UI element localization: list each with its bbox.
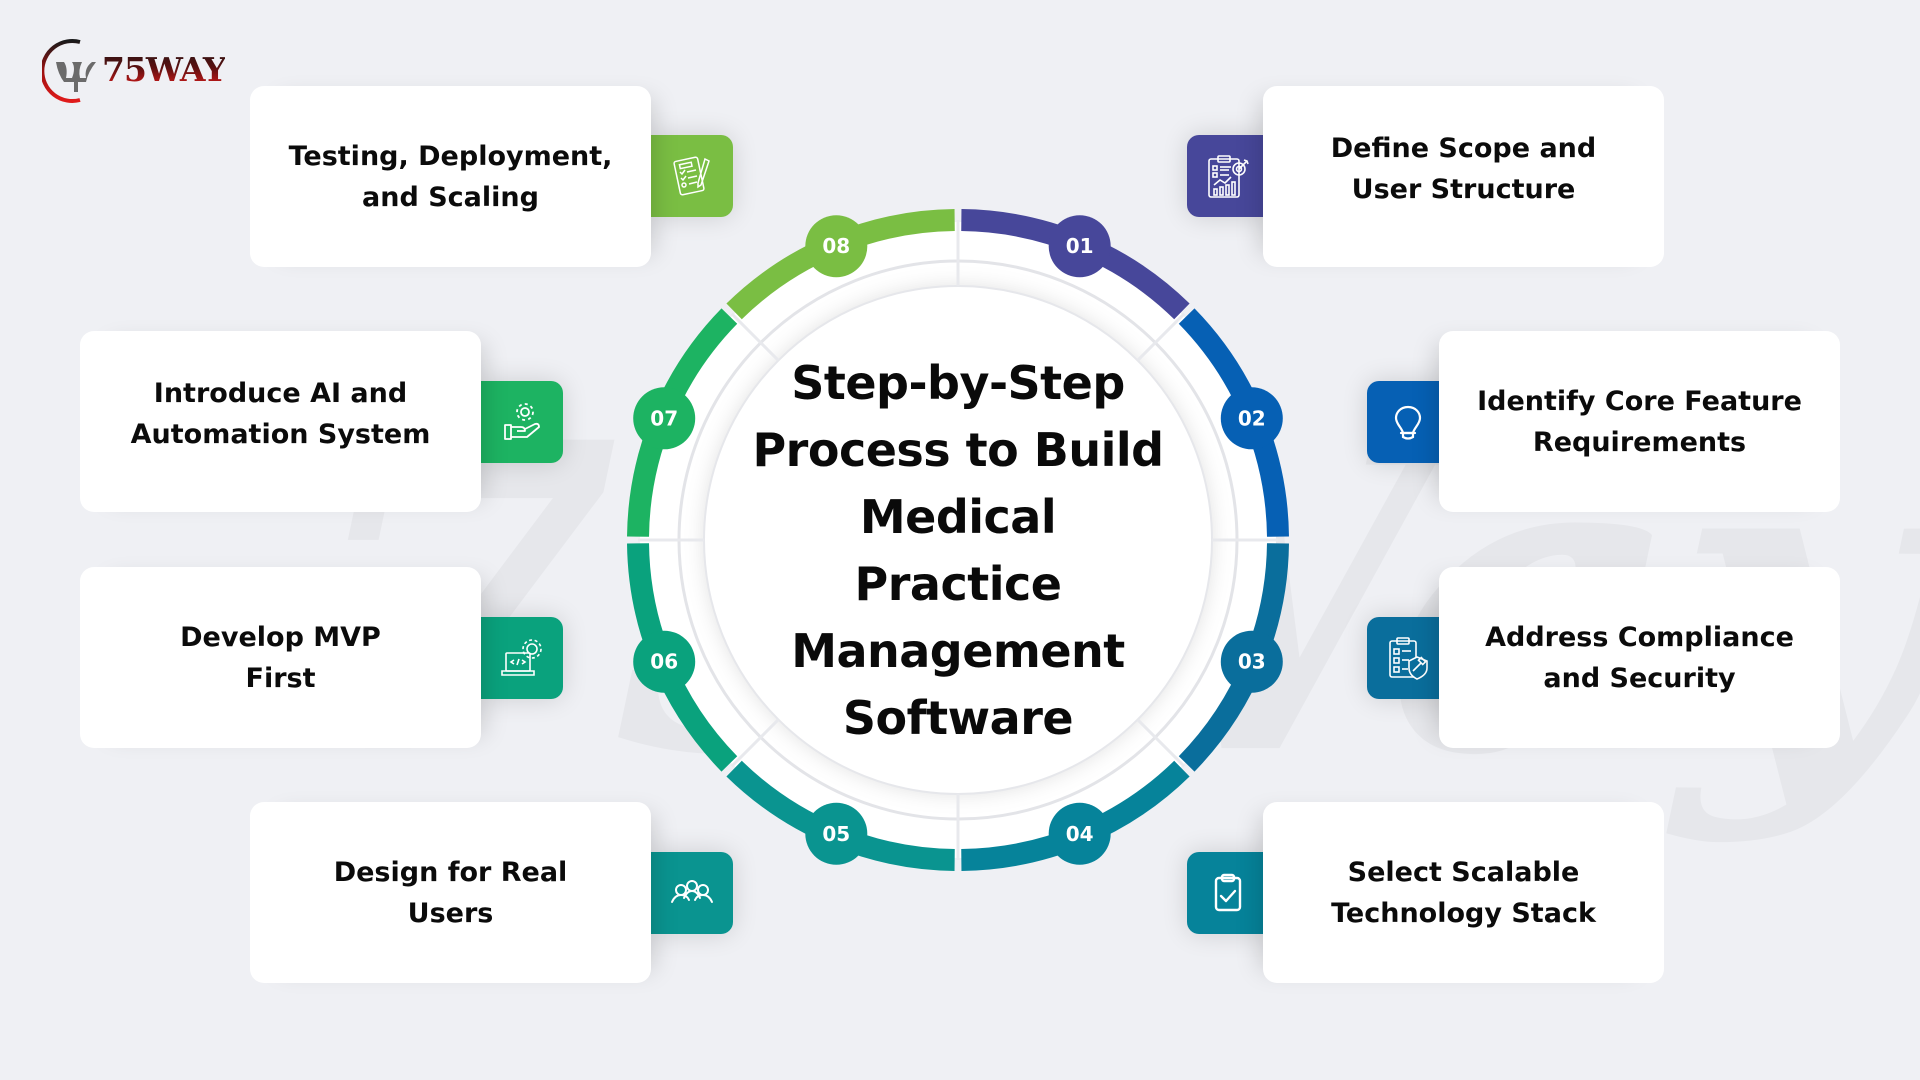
step-08-label: Testing, Deployment, and Scaling [288,140,613,213]
step-badge-03 [1220,630,1283,693]
step-badge-05 [805,802,868,865]
step-number-06: 06 [650,650,678,674]
step-05-icon-tab [651,852,733,934]
step-number-02: 02 [1238,406,1266,430]
lightbulb-icon [1394,405,1422,440]
laptop-code-gear-icon [501,639,542,676]
step-08-icon-tab [651,135,733,217]
step-number-05: 05 [822,822,850,846]
step-06-label: Develop MVP First [180,621,381,694]
page-title: Step-by-Step Process to Build Medical Pr… [708,350,1208,752]
document-checklist-pen-icon [673,156,710,196]
step-card-03: Address Compliance and Security [1439,567,1840,748]
step-07-icon-tab [481,381,563,463]
step-06-icon-tab [481,617,563,699]
step-card-06: Develop MVP First [80,567,481,748]
step-number-01: 01 [1066,234,1094,258]
clipboard-check-icon [1214,873,1242,912]
users-group-icon [671,880,713,903]
step-07-label: Introduce AI and Automation System [130,377,431,450]
step-04-label: Select Scalable Technology Stack [1331,856,1596,929]
step-card-04: Select Scalable Technology Stack [1263,802,1664,983]
title-line: Step-by-Step [791,356,1125,410]
ring-divider [730,718,780,768]
step-01-label: Define Scope and User Structure [1330,132,1597,205]
step-card-01: Define Scope and User Structure [1263,86,1664,267]
title-line: Process to Build [752,423,1164,477]
ring-divider [1136,312,1186,362]
title-line: Software [842,691,1074,745]
step-02-label: Identify Core Feature Requirements [1477,385,1802,458]
step-number-07: 07 [650,406,678,430]
step-badge-06 [633,630,696,693]
checklist-shield-gavel-icon [1389,637,1428,680]
logo: 75WAY [42,38,242,104]
title-line: Management [791,624,1125,678]
step-number-08: 08 [822,234,850,258]
step-card-08: Testing, Deployment, and Scaling [250,86,651,267]
step-01-icon-tab [1187,135,1269,217]
step-03-icon-tab [1367,617,1449,699]
step-02-icon-tab [1367,381,1449,463]
step-card-07: Introduce AI and Automation System [80,331,481,512]
step-number-03: 03 [1238,650,1266,674]
hand-gear-icon [504,403,540,440]
step-badge-04 [1048,802,1111,865]
step-badge-01 [1048,215,1111,278]
ring-divider [730,312,780,362]
center-disc [704,286,1212,794]
step-badge-02 [1220,387,1283,450]
step-card-02: Identify Core Feature Requirements [1439,331,1840,512]
logo-text: 75WAY [102,50,226,89]
clipboard-target-chart-icon [1208,155,1249,198]
step-04-icon-tab [1187,852,1269,934]
step-badge-08 [805,215,868,278]
title-line: Medical [859,490,1057,544]
title-line: Practice [854,557,1062,611]
step-number-04: 04 [1066,822,1094,846]
step-05-label: Design for Real Users [333,856,568,929]
logo-emblem-icon [42,39,96,103]
ring-divider [1136,718,1186,768]
step-card-05: Design for Real Users [250,802,651,983]
step-badge-07 [633,387,696,450]
step-03-label: Address Compliance and Security [1485,621,1794,694]
